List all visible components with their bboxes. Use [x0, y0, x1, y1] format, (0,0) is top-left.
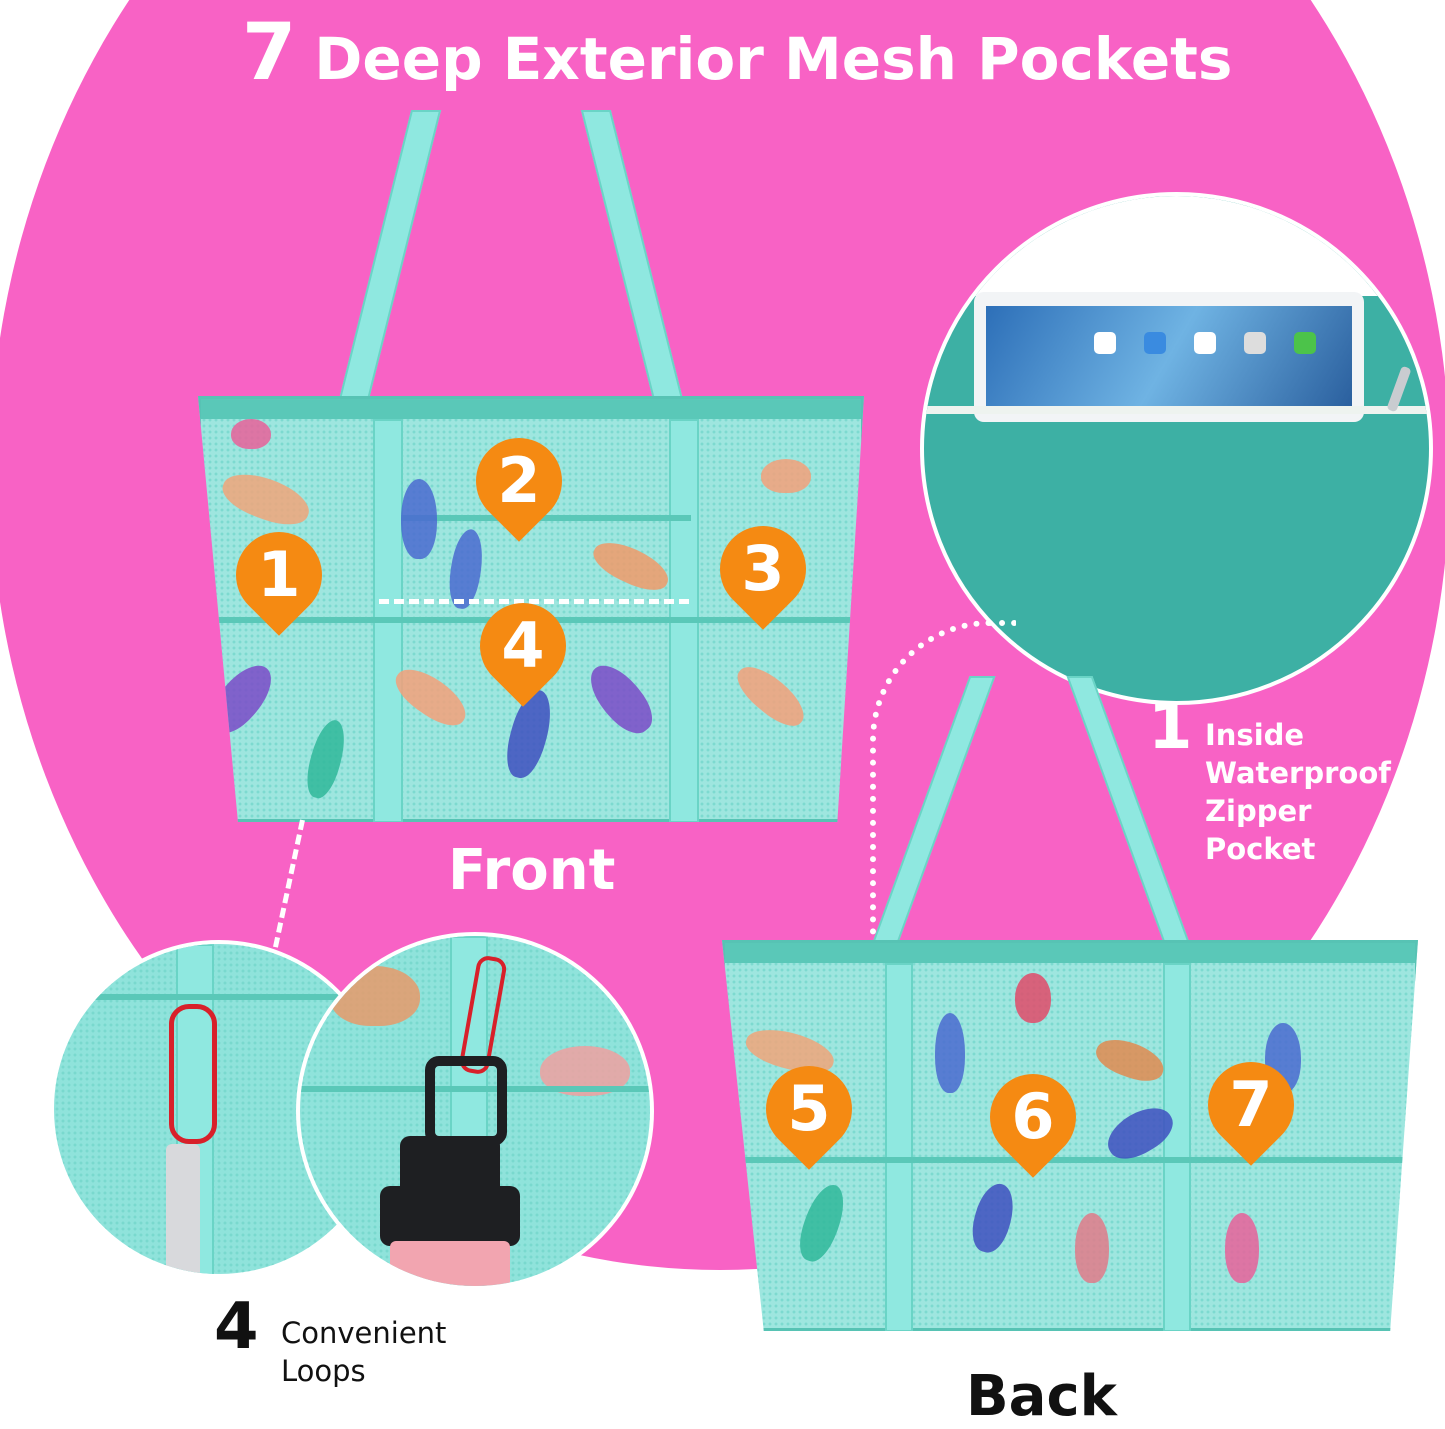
carabiner-icon	[169, 1004, 217, 1144]
tablet-image	[974, 292, 1364, 422]
key-icon	[166, 1144, 200, 1274]
pocket-seam	[54, 994, 364, 1000]
detail-background	[924, 196, 1429, 296]
bottle-loop-detail-circle	[296, 932, 654, 1290]
bag-top-trim	[201, 399, 861, 419]
app-icon	[1094, 332, 1116, 354]
flip-flop-pattern	[1225, 1213, 1259, 1283]
app-icon	[1244, 332, 1266, 354]
flip-flop-pattern	[231, 419, 271, 449]
headline-number: 7	[242, 8, 297, 98]
app-icon	[1144, 332, 1166, 354]
pocket-seam	[300, 1086, 650, 1092]
bottle-cap-handle-icon	[425, 1056, 507, 1146]
app-icon	[1194, 332, 1216, 354]
inside-pocket-label: Inside Waterproof Zipper Pocket	[1205, 718, 1391, 866]
headline-text: Deep Exterior Mesh Pockets	[314, 25, 1233, 93]
back-label: Back	[966, 1364, 1117, 1429]
loop-connector-dashed-line	[379, 599, 689, 604]
back-strap-band-left	[885, 963, 913, 1331]
loops-count: 4	[214, 1290, 259, 1364]
flip-flop-pattern	[761, 459, 811, 493]
loops-label: Convenient Loops	[281, 1316, 447, 1388]
flip-flop-pattern	[401, 479, 437, 559]
flip-flop-pattern	[1075, 1213, 1109, 1283]
inside-pocket-count: 1	[1148, 690, 1193, 764]
zipper-tape	[924, 406, 1429, 414]
bottle-cap-base	[380, 1186, 520, 1246]
front-label: Front	[448, 838, 616, 903]
flip-flop-pattern	[330, 966, 420, 1026]
tablet-screen	[986, 306, 1352, 408]
app-icon	[1294, 332, 1316, 354]
bag-top-trim	[725, 943, 1415, 963]
flip-flop-pattern	[1015, 973, 1051, 1023]
back-strap-band-right	[1163, 963, 1191, 1331]
pocket-seam	[725, 1157, 1415, 1163]
water-bottle-image	[390, 1241, 510, 1286]
flip-flop-pattern	[935, 1013, 965, 1093]
pocket-seam	[401, 515, 691, 521]
zipper-pocket-detail-circle	[920, 192, 1433, 705]
